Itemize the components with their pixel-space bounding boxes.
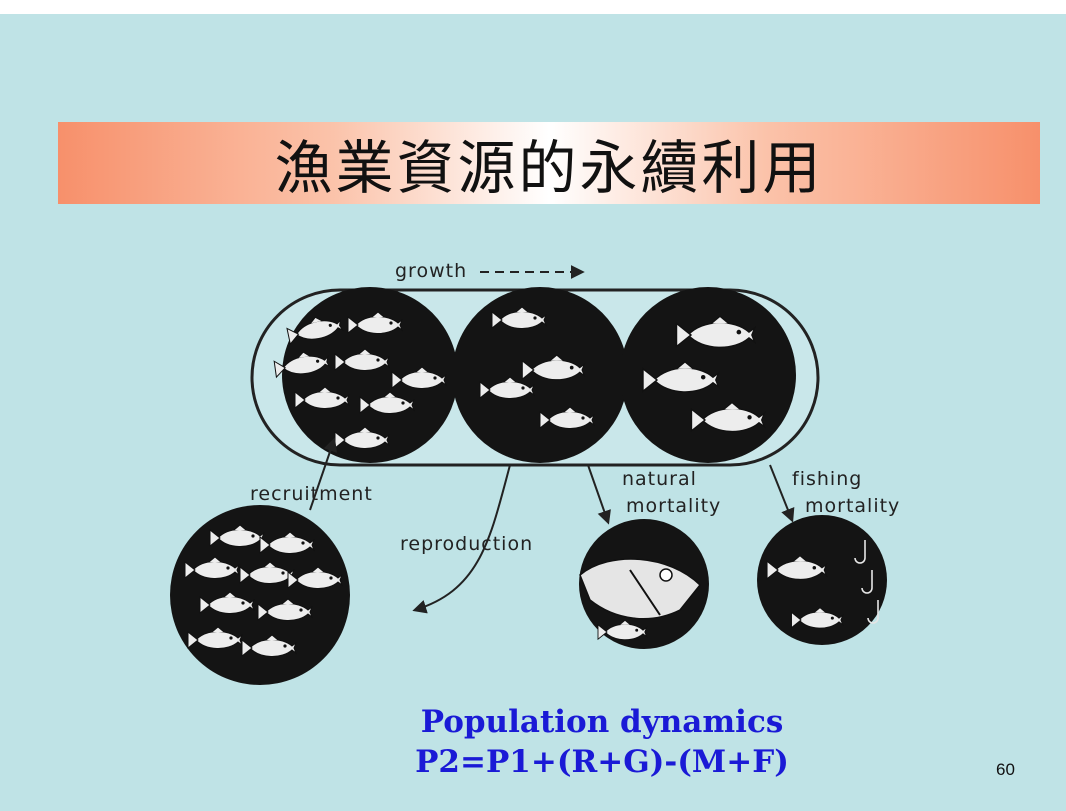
fishing-mortality-label-2: mortality: [805, 495, 900, 517]
recruitment-label: recruitment: [250, 483, 373, 505]
natural-mortality-label-2: mortality: [626, 495, 721, 517]
fishing-mortality-label-1: fishing: [792, 468, 862, 490]
title-bar: 漁業資源的永續利用: [58, 122, 1040, 204]
caption: Population dynamics P2=P1+(R+G)-(M+F): [382, 702, 822, 782]
page-number: 60: [996, 760, 1015, 780]
natural-mortality-arrow: [588, 465, 608, 522]
fishing-mortality-circle: [757, 515, 887, 645]
recruit-circle: [170, 505, 350, 685]
fishing-mortality-arrow: [770, 465, 792, 520]
slide-title: 漁業資源的永續利用: [274, 121, 823, 205]
top-border: [0, 0, 1066, 14]
caption-formula: P2=P1+(R+G)-(M+F): [382, 742, 822, 782]
stock-circle-adult: [452, 287, 628, 463]
natural-mortality-circle: [579, 519, 709, 649]
population-dynamics-diagram: growth: [160, 240, 960, 700]
caption-heading: Population dynamics: [382, 702, 822, 742]
reproduction-label: reproduction: [400, 533, 533, 555]
growth-label: growth: [395, 260, 467, 282]
stock-circle-large: [620, 287, 796, 463]
natural-mortality-label-1: natural: [622, 468, 697, 490]
